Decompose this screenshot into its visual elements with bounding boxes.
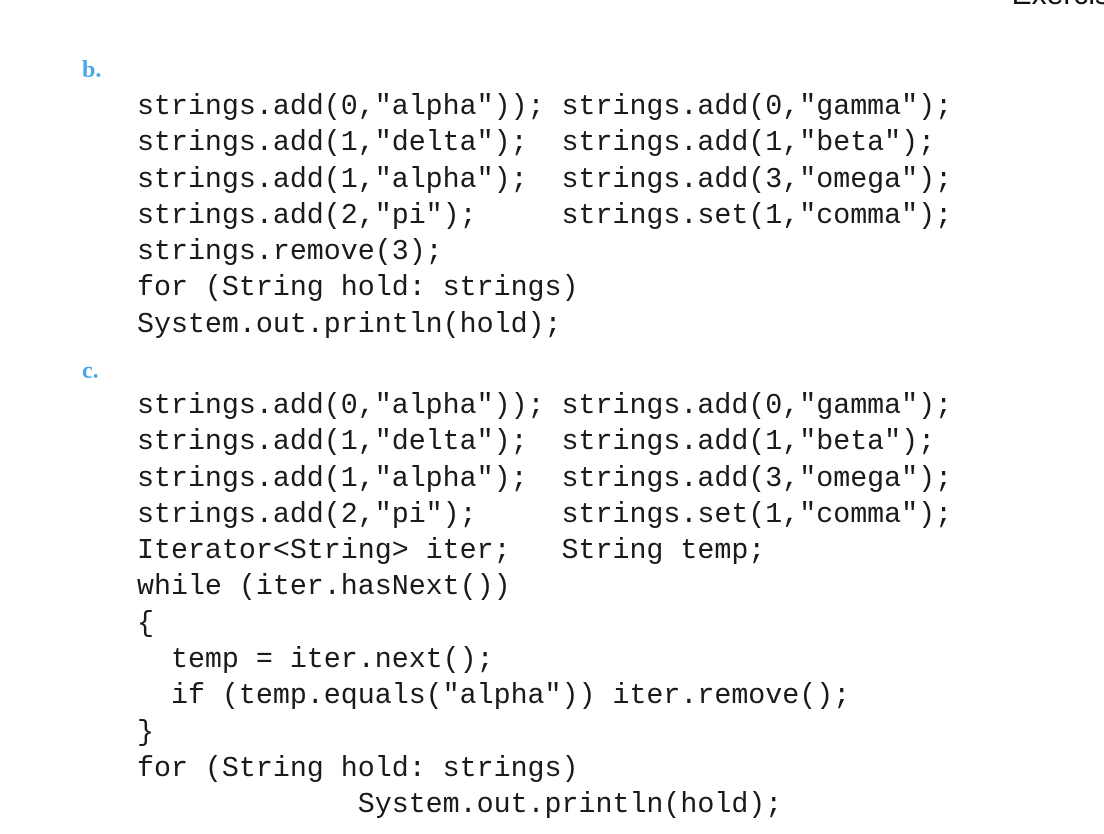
code-line: {	[137, 607, 154, 640]
part-c-code: strings.add(0,"alpha")); strings.add(0,"…	[137, 388, 952, 824]
code-line: temp = iter.next();	[137, 644, 494, 677]
code-line: strings.add(1,"alpha"); strings.add(3,"o…	[137, 163, 953, 196]
code-line: strings.add(2,"pi"); strings.set(1,"comm…	[137, 199, 953, 232]
code-line: strings.add(0,"alpha")); strings.add(0,"…	[137, 390, 953, 422]
code-line: strings.add(0,"alpha")); strings.add(0,"…	[137, 91, 953, 123]
code-line: strings.add(1,"delta"); strings.add(1,"b…	[137, 426, 936, 459]
code-line: strings.add(1,"delta"); strings.add(1,"b…	[137, 127, 936, 160]
code-line: while (iter.hasNext())	[137, 571, 511, 604]
code-line: Iterator<String> iter; String temp;	[137, 535, 766, 568]
code-line: System.out.println(hold);	[137, 308, 562, 341]
code-line: }	[137, 716, 154, 749]
code-line: System.out.println(hold);	[137, 789, 783, 822]
running-header: Exercis	[1012, 0, 1104, 12]
code-line: for (String hold: strings)	[137, 752, 579, 785]
part-c-label: c.	[82, 358, 99, 384]
code-line: strings.remove(3);	[137, 236, 443, 269]
code-line: strings.add(2,"pi"); strings.set(1,"comm…	[137, 498, 953, 531]
part-b-label: b.	[82, 57, 102, 83]
code-line: strings.add(1,"alpha"); strings.add(3,"o…	[137, 462, 953, 495]
code-line: if (temp.equals("alpha")) iter.remove();	[137, 680, 851, 713]
code-line: for (String hold: strings)	[137, 272, 579, 305]
part-b-code: strings.add(0,"alpha")); strings.add(0,"…	[137, 89, 952, 343]
